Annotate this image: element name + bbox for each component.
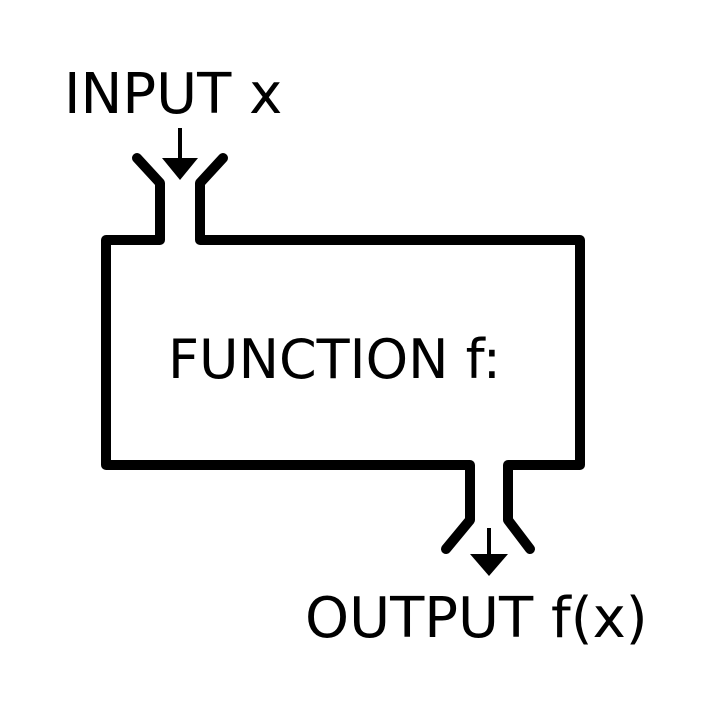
output-arrow-head: [470, 554, 508, 576]
function-box-outline: [101, 153, 585, 554]
function-label: FUNCTION f:: [168, 328, 501, 391]
input-label: INPUT x: [64, 62, 282, 127]
input-arrow-head: [162, 158, 198, 180]
output-label: OUTPUT f(x): [305, 586, 648, 651]
